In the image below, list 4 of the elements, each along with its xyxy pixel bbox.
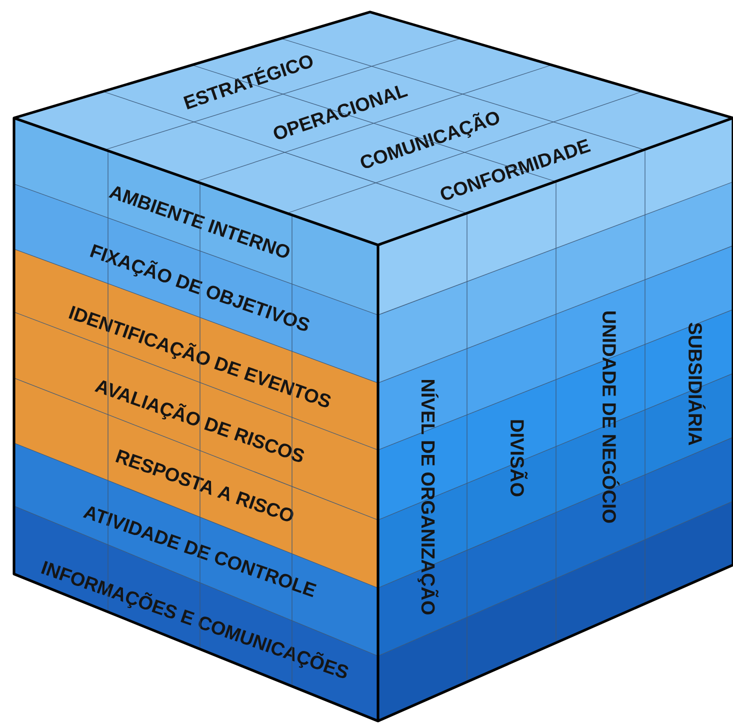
unit-label: UNIDADE DE NEGÓCIO <box>602 312 620 523</box>
unit-label: NÍVEL DE ORGANIZAÇÃO <box>418 380 438 614</box>
unit-label: SUBSIDIÁRIA <box>688 322 706 446</box>
unit-label: DIVISÃO <box>510 420 528 496</box>
